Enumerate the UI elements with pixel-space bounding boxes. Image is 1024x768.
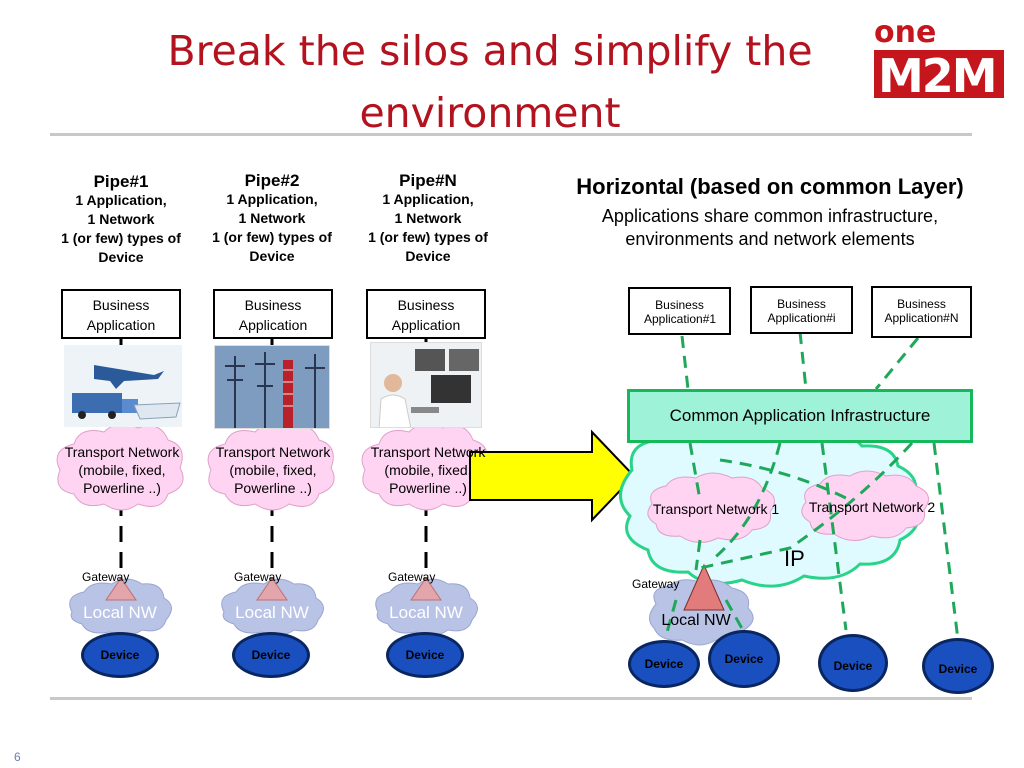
pipe3-line4: Device bbox=[405, 248, 451, 264]
right-device-2: Device bbox=[708, 630, 780, 688]
pipe1-line2: 1 Network bbox=[87, 211, 155, 227]
pipe1-name: Pipe#1 bbox=[93, 172, 149, 191]
pipe1-line1: 1 Application, bbox=[75, 192, 167, 208]
business-app-i-box: Business Application#i bbox=[750, 286, 853, 334]
pipe3-line3: 1 (or few) types of bbox=[368, 229, 488, 245]
common-application-infrastructure: Common Application Infrastructure bbox=[627, 389, 973, 443]
pipe2-business-app-box: Business Application bbox=[213, 289, 333, 339]
pipe2-name: Pipe#2 bbox=[244, 171, 300, 190]
right-device-3: Device bbox=[818, 634, 888, 692]
horizontal-subtitle-line2: environments and network elements bbox=[625, 229, 915, 249]
link-infra-device4 bbox=[932, 442, 960, 641]
business-app-N-box: Business Application#N bbox=[871, 286, 972, 338]
link-infra-device3 bbox=[820, 442, 848, 631]
right-local-cloud bbox=[649, 579, 754, 646]
transport-vehicles-image bbox=[64, 345, 182, 427]
link-infra-tn1 bbox=[688, 442, 702, 501]
slide-title: Break the silos and simplify the environ… bbox=[167, 27, 813, 137]
link-tn1-gw bbox=[694, 539, 702, 571]
link-infra-tn2 bbox=[719, 458, 851, 502]
pipe1-gateway-label: Gateway bbox=[82, 570, 130, 584]
power-grid-image bbox=[214, 345, 330, 429]
pipe3-business-app-box: Business Application bbox=[366, 289, 486, 339]
pipe1-device: Device bbox=[81, 632, 159, 678]
right-local-label: Local NW bbox=[661, 612, 731, 629]
title-divider bbox=[50, 133, 972, 136]
pipe2-transport-cloud bbox=[207, 423, 335, 511]
footer-divider bbox=[50, 697, 972, 700]
right-gateway-label: Gateway bbox=[632, 577, 680, 591]
pipe3-device: Device bbox=[386, 632, 464, 678]
link-appN-infra bbox=[874, 337, 920, 390]
pipe1-header: Pipe#1 1 Application, 1 Network 1 (or fe… bbox=[41, 172, 201, 267]
pipe3-gateway-label: Gateway bbox=[388, 570, 436, 584]
pipe1-line4: Device bbox=[98, 249, 144, 265]
link-appi-infra bbox=[798, 331, 808, 390]
pipe2-local-label: Local NW bbox=[235, 603, 309, 622]
pipe2-line4: Device bbox=[249, 248, 295, 264]
pipe2-line2: 1 Network bbox=[238, 210, 306, 226]
pipe2-header: Pipe#2 1 Application, 1 Network 1 (or fe… bbox=[192, 171, 352, 266]
link-infra-gw-2 bbox=[699, 441, 914, 570]
transport-network-2-label: Transport Network 2 bbox=[808, 499, 936, 515]
link-infra-gw bbox=[711, 442, 782, 562]
pipe1-gateway-icon bbox=[105, 577, 137, 601]
pipe3-line1: 1 Application, bbox=[382, 191, 474, 207]
svg-text:one: one bbox=[874, 15, 936, 50]
pipe3-line2: 1 Network bbox=[394, 210, 462, 226]
pipe3-gateway-icon bbox=[410, 577, 442, 601]
transition-arrow-icon bbox=[469, 429, 636, 523]
pipe3-local-cloud bbox=[375, 578, 478, 636]
pipe2-device: Device bbox=[232, 632, 310, 678]
pipe3-header: Pipe#N 1 Application, 1 Network 1 (or fe… bbox=[348, 171, 508, 266]
pipe3-local-label: Local NW bbox=[389, 603, 463, 622]
pipe1-transport-cloud bbox=[56, 423, 184, 511]
right-device-1: Device bbox=[628, 640, 700, 688]
pipe1-transport-label: Transport Network (mobile, fixed, Powerl… bbox=[64, 444, 180, 496]
right-gateway-icon bbox=[683, 563, 725, 611]
pipe1-business-app-box: Business Application bbox=[61, 289, 181, 339]
pipe2-gateway-label: Gateway bbox=[234, 570, 282, 584]
pipe2-transport-label: Transport Network (mobile, fixed, Powerl… bbox=[215, 444, 331, 496]
ip-label: IP bbox=[784, 546, 805, 571]
pipe3-transport-label: Transport Network (mobile, fixed, Powerl… bbox=[370, 444, 486, 496]
page-number: 6 bbox=[14, 750, 21, 764]
pipe1-local-label: Local NW bbox=[83, 603, 157, 622]
right-device-4: Device bbox=[922, 638, 994, 694]
pipe2-line1: 1 Application, bbox=[226, 191, 318, 207]
pipe1-local-cloud bbox=[69, 578, 172, 636]
pipe3-name: Pipe#N bbox=[399, 171, 457, 190]
pipe2-gateway-icon bbox=[256, 577, 288, 601]
horizontal-subtitle-line1: Applications share common infrastructure… bbox=[601, 206, 939, 226]
link-gw-device2 bbox=[724, 599, 746, 633]
business-app-1-box: Business Application#1 bbox=[628, 287, 731, 335]
svg-text:M2M: M2M bbox=[878, 49, 996, 102]
link-gw-device1 bbox=[664, 599, 678, 637]
transport-network-1-label: Transport Network 1 bbox=[652, 501, 780, 517]
pipe2-line3: 1 (or few) types of bbox=[212, 229, 332, 245]
horizontal-title: Horizontal (based on common Layer) bbox=[576, 174, 964, 199]
link-app1-infra bbox=[680, 335, 690, 390]
onem2m-logo: one M2M bbox=[868, 12, 1008, 102]
healthcare-image bbox=[370, 342, 482, 428]
pipe1-line3: 1 (or few) types of bbox=[61, 230, 181, 246]
pipe2-local-cloud bbox=[221, 578, 324, 636]
